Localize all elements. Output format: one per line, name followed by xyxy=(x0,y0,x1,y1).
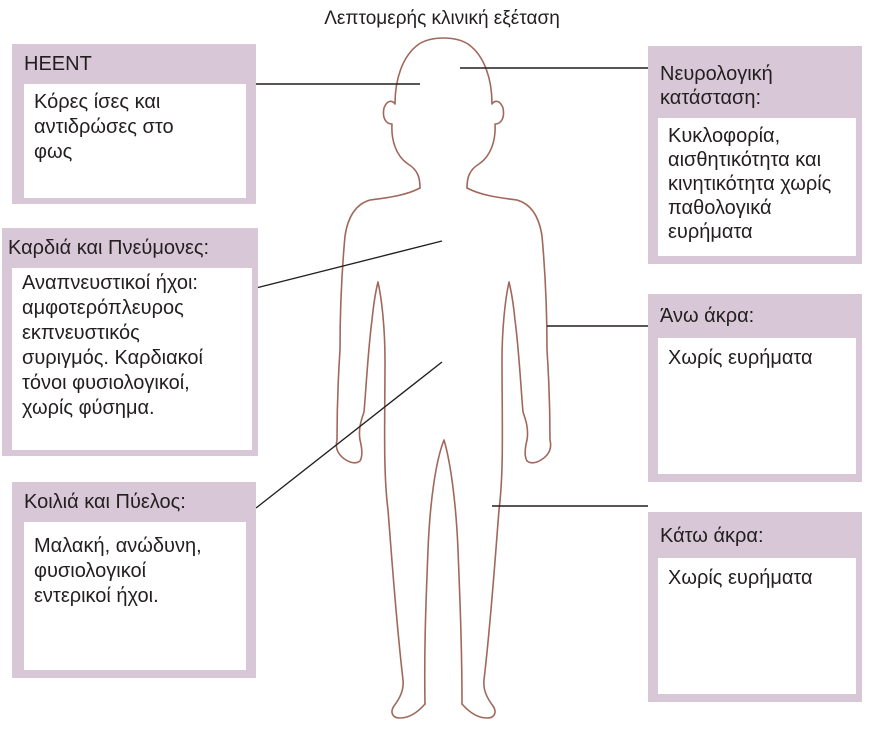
body-outline xyxy=(336,38,550,718)
panel-lower-limbs: Κάτω άκρα: Χωρίς ευρήματα xyxy=(648,512,862,702)
right-arm-outline xyxy=(462,188,551,718)
panel-upper-limbs-text: Χωρίς ευρήματα xyxy=(658,338,856,474)
head-outline xyxy=(383,38,503,188)
panel-neuro: Νευρολογική κατάσταση: Κυκλοφορία, αισθη… xyxy=(648,46,862,264)
panel-neuro-text: Κυκλοφορία, αισθητικότητα και κινητικότη… xyxy=(658,118,856,256)
panel-abdomen-label: Κοιλιά και Πύελος: xyxy=(24,490,250,514)
connector-lines xyxy=(256,68,648,508)
panel-heent: HEENT Κόρες ίσες και αντιδρώσες στο φως xyxy=(12,44,256,204)
panel-heart-lungs: Καρδιά και Πνεύμονες: Αναπνευστικοί ήχοι… xyxy=(2,228,258,456)
panel-heent-text: Κόρες ίσες και αντιδρώσες στο φως xyxy=(24,84,246,198)
panel-upper-limbs-label: Άνω άκρα: xyxy=(660,304,856,328)
panel-heart-lungs-text: Αναπνευστικοί ήχοι: αμφοτερόπλευρος εκπν… xyxy=(12,268,252,450)
panel-upper-limbs: Άνω άκρα: Χωρίς ευρήματα xyxy=(648,294,862,482)
panel-neuro-label: Νευρολογική κατάσταση: xyxy=(660,62,856,110)
connector-heart-lungs xyxy=(256,241,442,288)
panel-abdomen-text: Μαλακή, ανώδυνη, φυσιολογικοί εντερικοί … xyxy=(24,522,246,670)
panel-lower-limbs-label: Κάτω άκρα: xyxy=(660,524,856,548)
panel-abdomen: Κοιλιά και Πύελος: Μαλακή, ανώδυνη, φυσι… xyxy=(12,482,256,678)
panel-lower-limbs-text: Χωρίς ευρήματα xyxy=(658,558,856,694)
connector-abdomen xyxy=(256,362,442,508)
panel-heent-label: HEENT xyxy=(24,52,250,76)
left-arm-outline xyxy=(336,188,425,718)
panel-heart-lungs-label: Καρδιά και Πνεύμονες: xyxy=(8,236,252,260)
inner-legs-outline xyxy=(425,440,462,704)
